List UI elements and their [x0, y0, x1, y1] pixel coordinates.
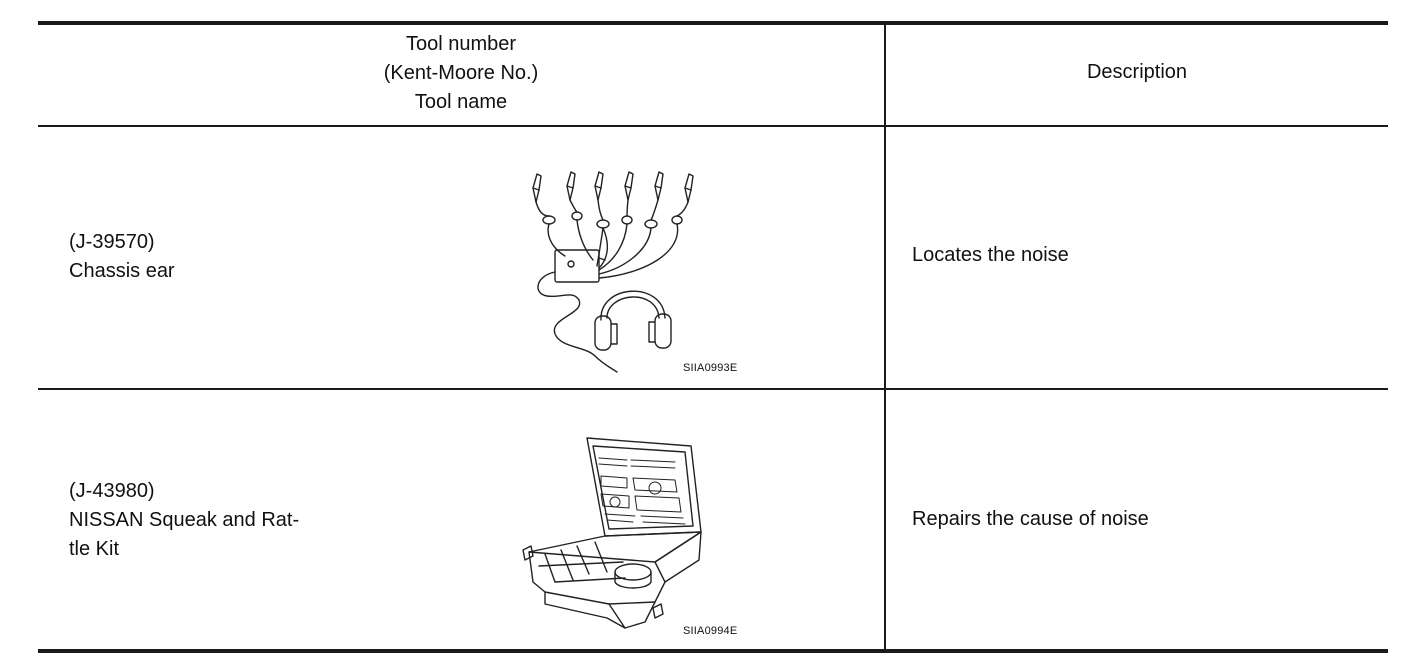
- kit-parts-icon: [598, 457, 686, 525]
- column-divider: [884, 23, 886, 651]
- control-box-icon: [554, 249, 600, 283]
- table-top-rule: [38, 21, 1388, 25]
- headphones-icon: [594, 290, 672, 351]
- row-1-tool-label: (J-39570) Chassis ear: [69, 231, 175, 282]
- table-bottom-rule: [38, 649, 1388, 653]
- clip-icon: [532, 171, 694, 203]
- header-bottom-rule: [38, 125, 1388, 127]
- header-description-column: Description: [1086, 61, 1188, 83]
- row-2-tool-label: (J-43980) NISSAN Squeak and Rat- tle Kit: [69, 480, 300, 560]
- header-tool-column: Tool number (Kent-Moore No.) Tool name: [383, 33, 539, 113]
- latch-icon: [652, 603, 664, 619]
- row-1-description: Locates the noise: [912, 244, 1069, 266]
- row-2-description: Repairs the cause of noise: [912, 508, 1149, 530]
- chassis-ear-illustration: [532, 171, 694, 373]
- figure-code-2: SIIA0994E: [683, 625, 738, 637]
- latch-icon: [522, 545, 534, 561]
- squeak-rattle-kit-case-illustration: [522, 437, 702, 629]
- microphone-icon: [535, 199, 689, 229]
- row-divider-rule: [38, 388, 1388, 390]
- figure-code-1: SIIA0993E: [683, 362, 738, 374]
